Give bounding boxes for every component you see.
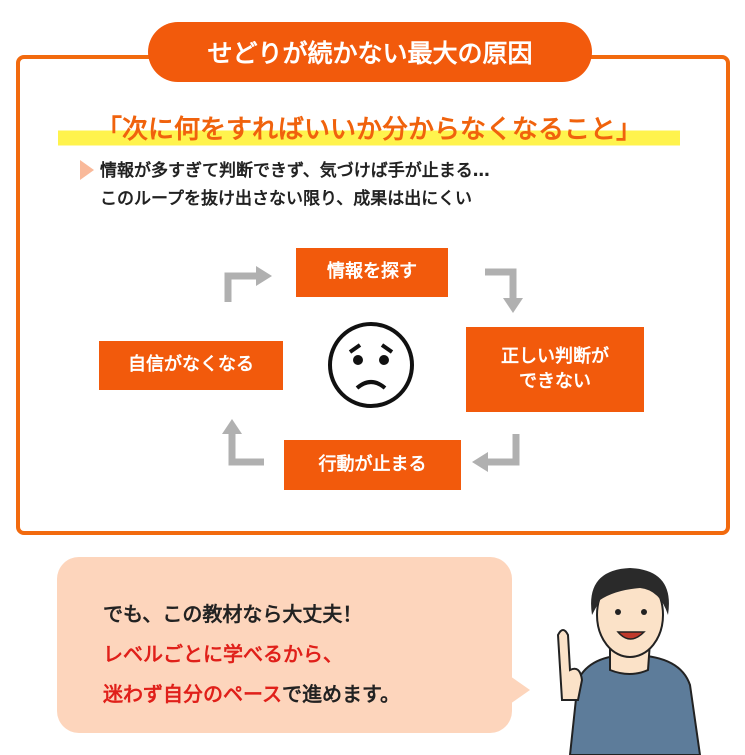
bubble-line-3-red: 迷わず自分のペース (103, 682, 282, 706)
cycle-step-lose-confidence: 自信がなくなる (99, 341, 283, 390)
presenter-illustration (556, 568, 702, 755)
speech-bubble (57, 557, 512, 733)
bubble-line-2: レベルごとに学べるから、 (103, 642, 343, 666)
arrow-icon-top-right (485, 268, 517, 300)
description-line-2: このループを抜け出さない限り、成果は出にくい (100, 189, 472, 209)
bubble-line-3-black: で進めます。 (282, 682, 400, 706)
cycle-step-action-stops: 行動が止まる (284, 440, 461, 490)
description-line-1: 情報が多すぎて判断できず、気づけば手が止まる… (100, 161, 490, 181)
headline: 「次に何をすればいいか分からなくなること」 (58, 105, 680, 149)
speech-bubble-tail (510, 676, 530, 704)
bullet-triangle-icon (80, 160, 94, 180)
arrow-icon-top-left (224, 272, 258, 302)
arrow-icon-bottom-left (228, 432, 264, 466)
step2-line2: できない (519, 370, 591, 392)
worried-face-icon (328, 322, 414, 408)
step2-line1: 正しい判断が (501, 346, 609, 368)
title-banner: せどりが続かない最大の原因 (148, 22, 592, 82)
bubble-line-3: 迷わず自分のペースで進めます。 (103, 678, 400, 707)
cycle-step-cannot-judge: 正しい判断ができない (466, 327, 644, 412)
arrow-icon-bottom-right (486, 434, 520, 466)
bubble-line-1: でも、この教材なら大丈夫！ (103, 602, 363, 626)
cycle-step-search-info: 情報を探す (296, 248, 448, 297)
